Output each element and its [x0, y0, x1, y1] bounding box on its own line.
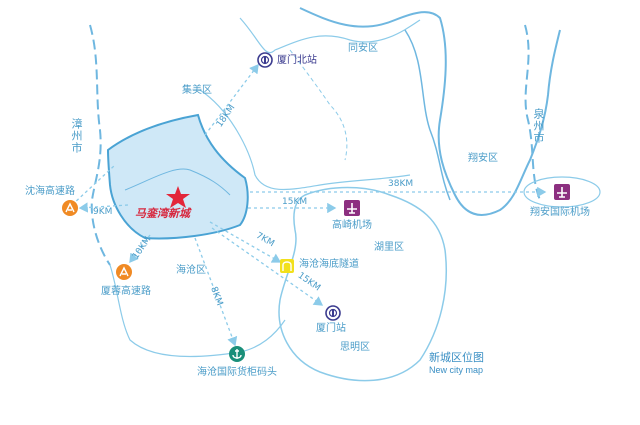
coastline-north: [239, 17, 421, 54]
legend-cn: 新城区位图: [429, 351, 484, 364]
line-to-xiamen-north: [204, 63, 259, 136]
west-border: [89, 24, 111, 266]
east-border: [524, 24, 541, 201]
dist-shenhai: 9KM: [93, 207, 113, 217]
highway-icon: [62, 200, 78, 216]
place-tunnel: 海沧海底隧道: [299, 259, 359, 270]
place-gaoqi: 高崎机场: [332, 220, 372, 231]
place-xiangan-airport: 翔安国际机场: [530, 207, 590, 218]
coastline-dash-inner: [289, 49, 348, 161]
anchor-icon: [229, 346, 245, 362]
district-quanzhou: 泉州市: [532, 108, 545, 144]
place-xiasha: 厦蓉高速路: [101, 286, 151, 297]
district-zhangzhou: 漳州市: [70, 118, 83, 154]
new-city-title: 马銮湾新城: [135, 207, 190, 220]
airplane-icon: [554, 184, 570, 200]
xiamen-island: [278, 186, 448, 382]
star-icon: [166, 186, 190, 208]
rail-station-icon: [325, 305, 341, 321]
district-siming: 思明区: [340, 342, 370, 353]
tunnel-icon: [280, 259, 294, 273]
district-huli: 湖里区: [374, 242, 404, 253]
district-tongan: 同安区: [348, 43, 378, 54]
line-to-xiamen-station: [211, 227, 324, 306]
new-city-inner-water: [124, 168, 231, 196]
district-xiangan: 翔安区: [468, 153, 498, 164]
place-port: 海沧国际货柜码头: [197, 367, 277, 378]
legend-en: New city map: [429, 365, 484, 375]
dist-xiangan-airport: 38KM: [388, 179, 414, 189]
distance-lines: [71, 63, 547, 347]
line-to-port: [194, 237, 238, 347]
new-city-area: [106, 113, 249, 240]
line-to-tunnel: [209, 221, 282, 263]
xiangan-airport-island: [523, 176, 601, 208]
coastline-xiangan: [404, 29, 451, 201]
place-xiamen-station: 厦门站: [316, 323, 346, 334]
coastline-haicang: [109, 264, 286, 358]
place-shenhai: 沈海高速路: [25, 186, 75, 197]
district-haicang: 海沧区: [176, 265, 206, 276]
highway-icon: [116, 264, 132, 280]
coastline-jimei: [199, 89, 411, 191]
airplane-icon: [344, 200, 360, 216]
line-to-shenhai: [78, 202, 129, 213]
coastline-tongan: [299, 7, 561, 216]
place-xiamen-north: 厦门北站: [277, 55, 317, 66]
line-shenhai-ext: [71, 164, 116, 206]
dist-gaoqi: 15KM: [282, 197, 308, 207]
district-jimei: 集美区: [182, 85, 212, 96]
rail-station-icon: [257, 52, 273, 68]
